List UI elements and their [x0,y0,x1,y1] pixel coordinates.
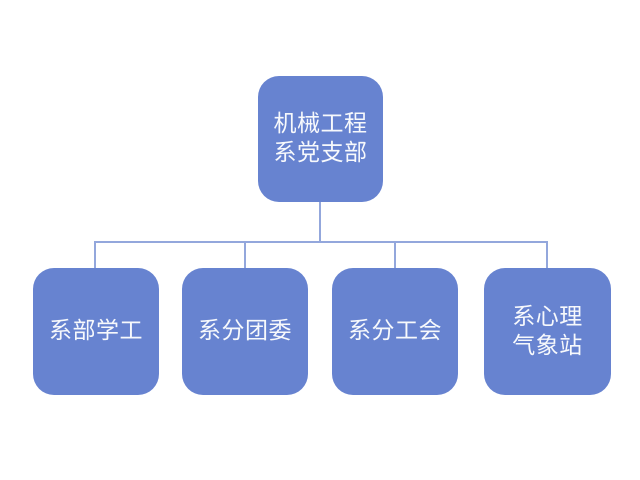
node-label-line: 系分工会 [348,318,442,344]
node-label-line: 机械工程 [273,111,368,137]
node-label-line: 系部学工 [49,318,143,344]
node-label-line: 系党支部 [273,140,368,166]
connector-horizontal-bus [94,241,548,243]
node-label-line: 系心理 [512,303,583,330]
org-node-child4: 系心理 气象站 [484,268,611,395]
org-node-child2: 系分团委 [182,268,308,395]
node-label-line: 气象站 [512,332,583,359]
node-label-line: 系分团委 [198,318,292,344]
connector-drop-child2 [244,243,246,268]
connector-root-stem [319,202,321,242]
connector-drop-child4 [546,243,548,268]
connector-drop-child3 [394,243,396,268]
org-node-root: 机械工程 系党支部 [258,76,383,202]
org-node-child1: 系部学工 [33,268,159,395]
org-node-child3: 系分工会 [332,268,458,395]
connector-drop-child1 [94,243,96,268]
